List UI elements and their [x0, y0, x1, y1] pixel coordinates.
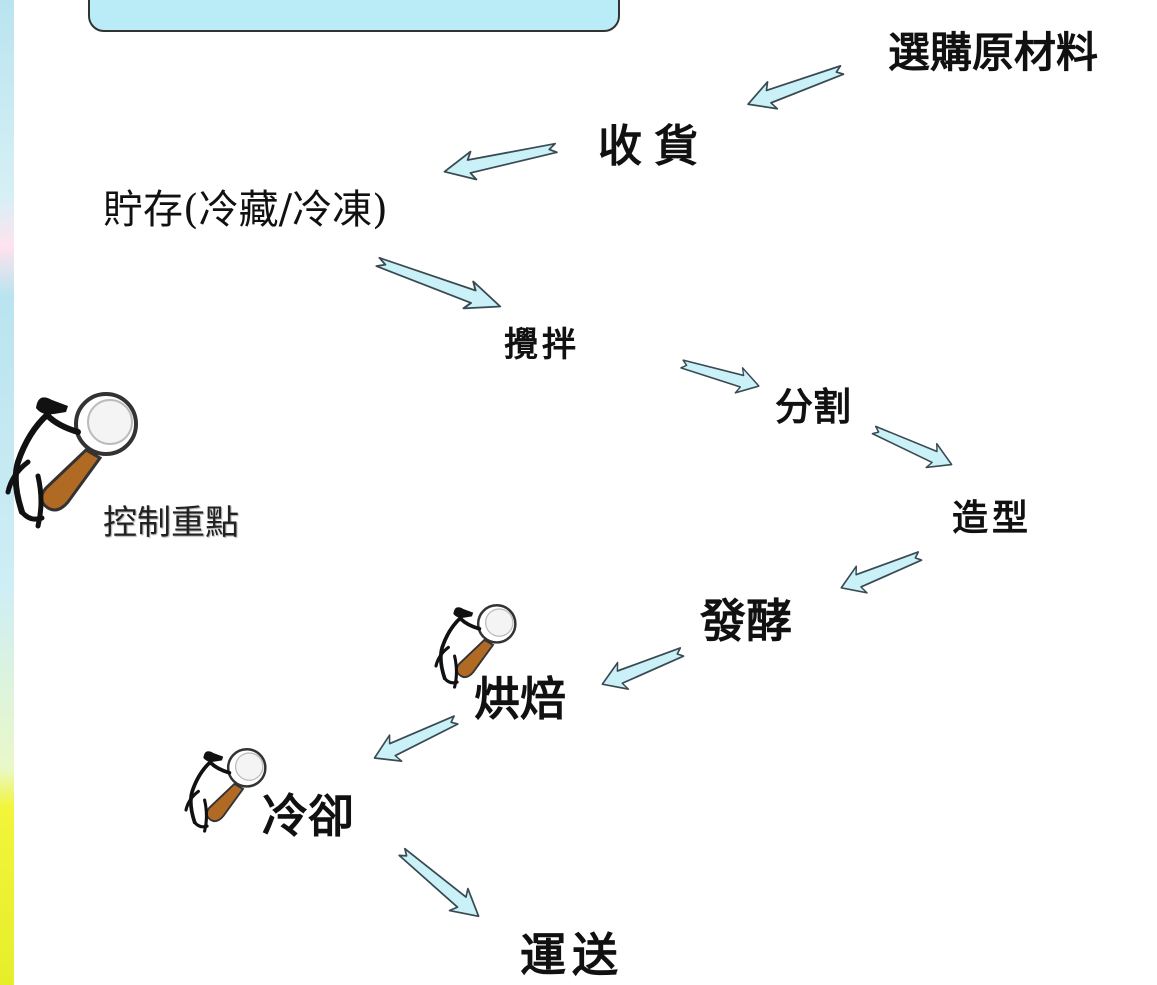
step-delivery: 運送: [520, 928, 624, 982]
magnifier-figure-icon: [184, 747, 268, 833]
arrow-cooling-to-delivery: [391, 840, 489, 929]
step-baking: 烘焙: [474, 672, 566, 726]
step-fermentation: 發酵: [700, 594, 792, 648]
step-shaping: 造型: [952, 497, 1033, 539]
step-dividing: 分割: [775, 384, 852, 429]
arrow-dividing-to-shaping: [867, 417, 958, 478]
arrow-fermentation-to-baking: [596, 637, 689, 699]
step-storage: 貯存(冷藏/冷凍): [103, 187, 388, 233]
arrow-shaping-to-fermentation: [834, 541, 927, 602]
arrow-purchase-to-receiving: [742, 55, 848, 119]
arrow-receiving-to-storage: [440, 133, 560, 187]
arrow-baking-to-cooling: [367, 706, 463, 772]
legend-label: 控制重點: [103, 503, 239, 543]
arrow-storage-to-mixing: [372, 247, 507, 321]
step-purchase: 選購原材料: [888, 28, 1099, 77]
step-cooling: 冷卻: [262, 789, 354, 843]
arrow-mixing-to-dividing: [677, 350, 764, 400]
step-receiving: 收貨: [598, 121, 710, 172]
step-mixing: 攪拌: [504, 325, 580, 365]
left-decorative-strip: [0, 0, 14, 985]
title-box: [88, 0, 620, 32]
